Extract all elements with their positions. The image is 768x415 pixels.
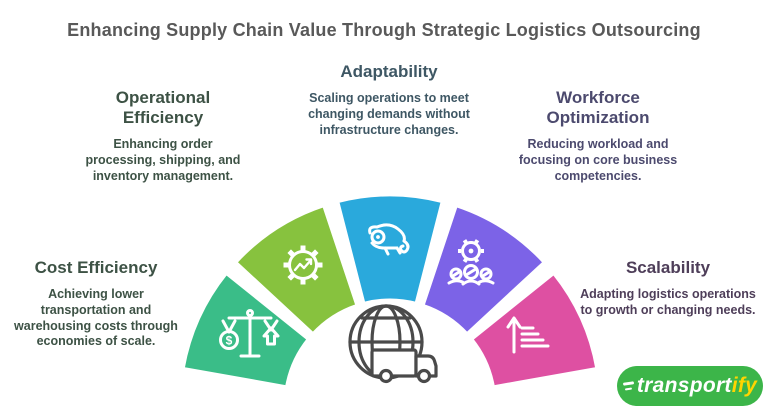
logo-text-suffix: ify (731, 374, 758, 397)
globe-delivery-truck-icon (348, 304, 438, 384)
feature-heading-workforce-optimization: Workforce Optimization (546, 88, 650, 128)
feature-cost-efficiency: Cost Efficiency Achieving lower transpor… (10, 258, 182, 350)
feature-operational-efficiency: Operational Efficiency Enhancing order p… (84, 88, 242, 184)
feature-adaptability: Adaptability Scaling operations to meet … (297, 62, 481, 138)
feature-heading-scalability: Scalability (625, 258, 711, 277)
segment-scalability (470, 271, 599, 389)
growth-arrow-icon (506, 316, 550, 354)
feature-workforce-optimization: Workforce Optimization Reducing workload… (504, 88, 692, 184)
feature-body-adaptability: Scaling operations to meet changing dema… (308, 91, 470, 137)
feature-scalability: Scalability Adapting logistics operation… (576, 258, 760, 319)
dollar-sign-glyph: $ (226, 334, 233, 348)
feature-body-cost-efficiency: Achieving lower transportation and wareh… (14, 287, 178, 349)
feature-body-workforce-optimization: Reducing workload and focusing on core b… (518, 137, 678, 183)
team-gear-icon (447, 239, 495, 286)
feature-heading-cost-efficiency: Cost Efficiency (34, 258, 158, 277)
logo-text-main: transport (636, 374, 732, 397)
feature-body-operational-efficiency: Enhancing order processing, shipping, an… (85, 137, 241, 183)
logo-swoosh-icon (623, 378, 636, 394)
feature-heading-adaptability: Adaptability (340, 62, 438, 81)
segment-cost-efficiency (181, 271, 310, 389)
gear-chart-icon (283, 245, 323, 285)
feature-heading-operational-efficiency: Operational Efficiency (115, 88, 211, 128)
transportify-logo: transportify (617, 366, 763, 406)
page-title: Enhancing Supply Chain Value Through Str… (67, 20, 701, 40)
feature-body-scalability: Adapting logistics operations to growth … (580, 287, 756, 317)
chameleon-icon (368, 223, 410, 256)
balance-scale-dollar-icon: $ (219, 309, 280, 358)
